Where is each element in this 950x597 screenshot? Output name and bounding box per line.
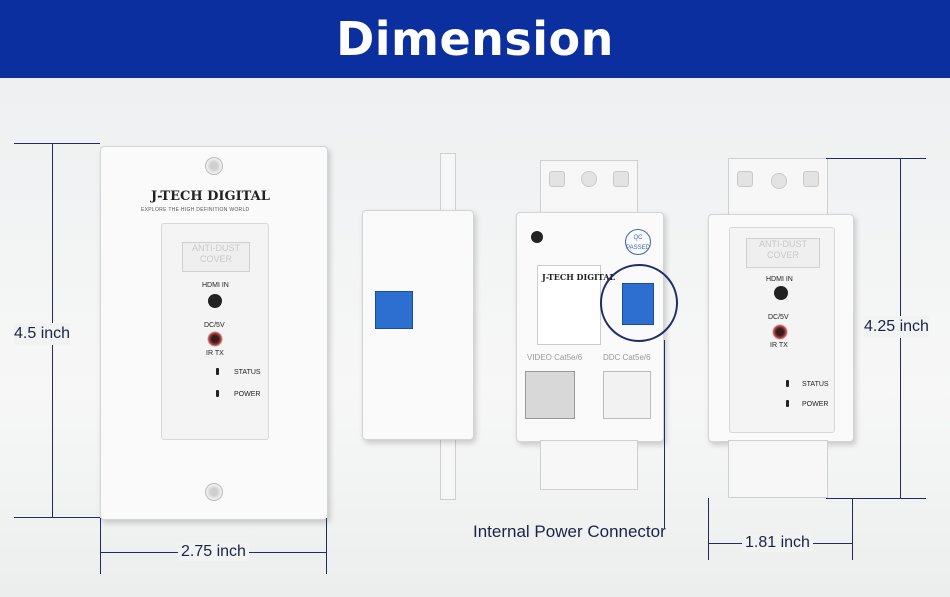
- callout-label: Internal Power Connector: [473, 522, 666, 541]
- side-view-box: [362, 210, 474, 440]
- right-status-label: STATUS: [802, 381, 829, 388]
- product-photo: J-TECH DIGITAL EXPLORE THE HIGH DEFINITI…: [0, 78, 950, 597]
- right-front-plate: ANTI-DUST COVER HDMI IN DC/5V IR TX STAT…: [708, 214, 854, 442]
- right-width-left-tick: [708, 498, 709, 560]
- width-left-tick: [100, 518, 101, 574]
- back-brand-logo: J-TECH DIGITAL: [542, 272, 616, 282]
- callout-circle: [600, 264, 678, 342]
- right-width-right-tick: [852, 498, 853, 560]
- knockout-port-icon: [603, 371, 651, 419]
- bracket-hole-icon: [737, 171, 753, 187]
- power-label: POWER: [234, 391, 261, 398]
- back-label-sticker: J-TECH DIGITAL: [537, 265, 615, 345]
- bracket-hole-icon: [803, 171, 819, 187]
- ir-label: IR TX: [206, 350, 224, 357]
- anti-dust-cover: ANTI-DUST COVER: [182, 242, 250, 272]
- qc-label: QC PASSED: [626, 235, 650, 251]
- right-bracket-top: [728, 158, 828, 216]
- right-bracket-bottom: [728, 440, 828, 498]
- video-port-label: VIDEO Cat5e/6: [527, 353, 583, 362]
- status-led-icon: [216, 368, 219, 375]
- bracket-hole-icon: [613, 171, 629, 187]
- cover-label: ANTI-DUST COVER: [759, 239, 807, 260]
- right-hdmi-port-icon: [774, 286, 788, 300]
- bracket-hole-icon: [581, 171, 597, 187]
- right-insert: ANTI-DUST COVER HDMI IN DC/5V IR TX STAT…: [729, 227, 835, 433]
- right-hdmi-label: HDMI IN: [766, 276, 793, 283]
- width-right-tick: [326, 518, 327, 574]
- front-wall-plate: J-TECH DIGITAL EXPLORE THE HIGH DEFINITI…: [100, 146, 328, 520]
- right-status-led-icon: [786, 380, 789, 387]
- height-bottom-tick: [14, 517, 100, 518]
- cover-label: ANTI-DUST COVER: [192, 243, 240, 264]
- right-height-label: 4.25 inch: [864, 316, 929, 338]
- power-led-icon: [216, 390, 219, 397]
- right-width-label: 1.81 inch: [742, 534, 813, 552]
- front-insert: ANTI-DUST COVER HDMI IN DC/5V IR TX STAT…: [161, 223, 269, 440]
- ddc-port-label: DDC Cat5e/6: [603, 353, 651, 362]
- bracket-hole-icon: [771, 173, 787, 189]
- side-terminal-block: [375, 291, 413, 329]
- height-label: 4.5 inch: [14, 323, 71, 345]
- side-bracket-bottom: [440, 438, 456, 500]
- right-power-led-icon: [786, 400, 789, 407]
- brand-logo: J-TECH DIGITAL: [151, 189, 270, 204]
- right-anti-dust-cover: ANTI-DUST COVER: [746, 238, 820, 268]
- right-ir-tx-icon: [772, 324, 788, 340]
- hdmi-label: HDMI IN: [202, 282, 229, 289]
- right-ir-label: IR TX: [770, 342, 788, 349]
- rj45-port-icon: [525, 371, 575, 419]
- right-height-top-tick: [826, 158, 926, 159]
- page-title: Dimension: [336, 12, 614, 66]
- top-screw-icon: [205, 157, 223, 175]
- callout-leader-line: [664, 340, 665, 528]
- back-bracket-top: [540, 160, 638, 214]
- title-banner: Dimension: [0, 0, 950, 78]
- brand-tagline: EXPLORE THE HIGH DEFINITION WORLD: [141, 207, 250, 213]
- screw-hole-icon: [531, 231, 543, 243]
- width-label: 2.75 inch: [178, 543, 249, 561]
- right-dc-label: DC/5V: [768, 314, 789, 321]
- dc-label: DC/5V: [204, 322, 225, 329]
- ir-tx-icon: [207, 331, 223, 347]
- height-top-tick: [14, 143, 100, 144]
- back-bracket-bottom: [540, 440, 638, 490]
- bracket-hole-icon: [549, 171, 565, 187]
- qc-sticker: QC PASSED: [625, 229, 651, 255]
- side-bracket-top: [440, 153, 456, 215]
- hdmi-port-icon: [208, 294, 222, 308]
- right-power-label: POWER: [802, 401, 829, 408]
- right-height-bottom-tick: [826, 498, 926, 499]
- status-label: STATUS: [234, 369, 261, 376]
- bottom-screw-icon: [205, 483, 223, 501]
